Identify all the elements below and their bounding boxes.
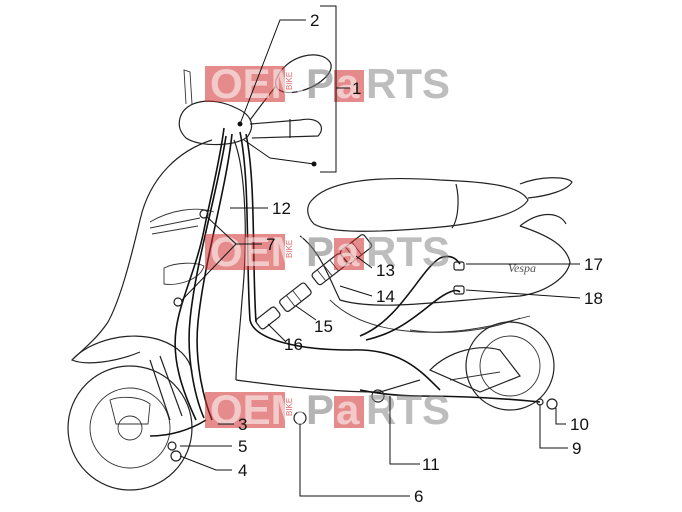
svg-text:P: P (306, 60, 334, 107)
svg-text:OEM: OEM (210, 386, 306, 433)
callout-14: 14 (376, 287, 395, 306)
callout-7: 7 (266, 235, 275, 254)
callout-16: 16 (284, 335, 303, 354)
callout-labels: 2 1 12 7 13 17 14 18 15 16 3 10 5 9 11 4… (238, 11, 603, 506)
svg-text:BIKE: BIKE (285, 240, 294, 258)
svg-text:RTS: RTS (366, 386, 450, 433)
callout-10: 10 (570, 415, 589, 434)
watermark-middle: OEM BIKE P a RTS (205, 228, 450, 275)
callout-6: 6 (414, 487, 423, 506)
watermark-bottom: OEM BIKE P a RTS (205, 386, 450, 433)
svg-text:BIKE: BIKE (285, 398, 294, 416)
svg-text:OEM: OEM (210, 60, 306, 107)
callout-18: 18 (584, 289, 603, 308)
svg-text:a: a (336, 60, 360, 107)
svg-text:RTS: RTS (366, 60, 450, 107)
callout-15: 15 (314, 317, 333, 336)
callout-4: 4 (238, 461, 247, 480)
callout-13: 13 (376, 261, 395, 280)
callout-5: 5 (238, 437, 247, 456)
callout-2: 2 (310, 11, 319, 30)
svg-text:OEM: OEM (210, 228, 306, 275)
leader-lines (179, 5, 581, 497)
svg-text:a: a (336, 386, 360, 433)
svg-text:P: P (306, 228, 334, 275)
callout-1: 1 (352, 79, 361, 98)
svg-text:a: a (336, 228, 360, 275)
svg-text:BIKE: BIKE (285, 72, 294, 90)
cables (149, 127, 558, 462)
callout-3: 3 (238, 415, 247, 434)
brand-script: Vespa (508, 261, 536, 275)
watermark-top: OEM BIKE P a RTS (205, 60, 450, 107)
callout-12: 12 (272, 199, 291, 218)
callout-9: 9 (572, 439, 581, 458)
svg-text:P: P (306, 386, 334, 433)
callout-11: 11 (422, 455, 440, 474)
callout-17: 17 (584, 255, 603, 274)
svg-text:RTS: RTS (366, 228, 450, 275)
